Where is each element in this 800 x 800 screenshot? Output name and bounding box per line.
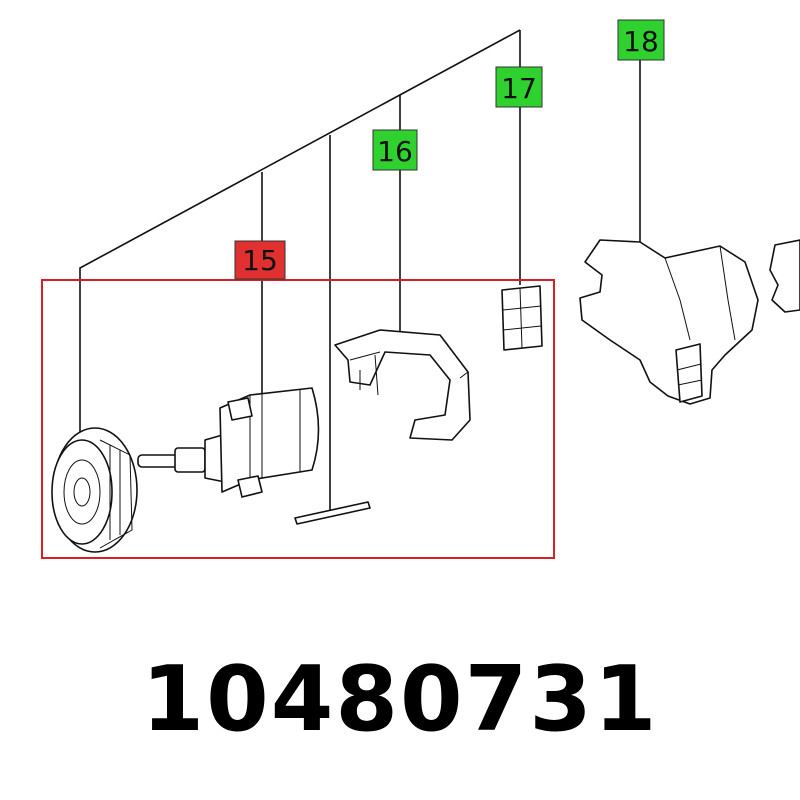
- callout-16-label: 16: [377, 135, 413, 168]
- callout-17: 17: [495, 66, 543, 108]
- callout-18-box: [617, 19, 665, 61]
- callout-15-box: [234, 240, 286, 280]
- selection-frame: [41, 279, 555, 559]
- callout-16-box: [372, 129, 418, 171]
- callout-18-label: 18: [623, 25, 659, 58]
- callout-17-label: 17: [501, 72, 537, 105]
- rod-part: [294, 501, 371, 525]
- partial-housing-part: [769, 239, 800, 313]
- callout-15: 15: [234, 240, 286, 280]
- brush-holder-part: [334, 329, 471, 441]
- part-number: 10480731: [141, 647, 659, 752]
- leader-lines: [79, 29, 641, 510]
- callout-15-label: 15: [242, 244, 278, 277]
- end-cap-part: [51, 427, 138, 553]
- small-block-part: [501, 285, 543, 351]
- callout-18: 18: [617, 19, 665, 61]
- callout-16: 16: [372, 129, 418, 171]
- motor-housing-part: [579, 239, 759, 405]
- callout-17-box: [495, 66, 543, 108]
- armature-part: [137, 387, 320, 498]
